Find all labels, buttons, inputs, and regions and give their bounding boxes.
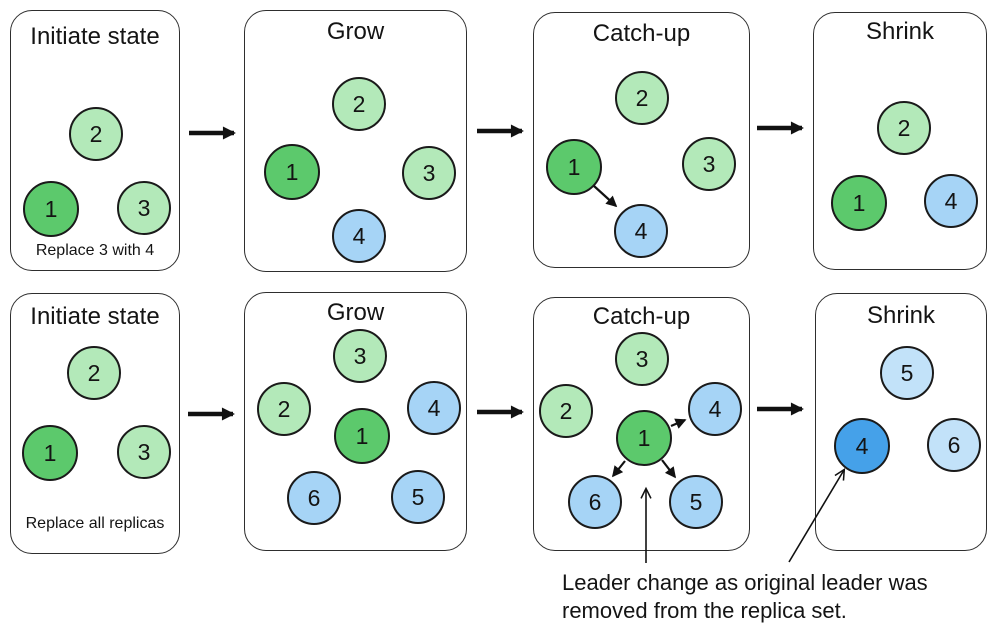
replica-node-5: 5 (669, 475, 723, 529)
replica-node-6: 6 (568, 475, 622, 529)
replica-node-4: 4 (614, 204, 668, 258)
panel-title: Grow (326, 18, 385, 45)
panel-title: Shrink (866, 302, 936, 329)
replica-node-2: 2 (257, 382, 311, 436)
replica-node-3: 3 (615, 332, 669, 386)
replica-node-6: 6 (927, 418, 981, 472)
panel-note: Replace all replicas (25, 515, 165, 532)
replica-node-4: 4 (688, 382, 742, 436)
replica-node-4: 4 (834, 418, 890, 474)
replica-node-3: 3 (333, 329, 387, 383)
replica-node-5: 5 (880, 346, 934, 400)
replica-node-1: 1 (264, 144, 320, 200)
panel-note: Replace 3 with 4 (35, 242, 155, 259)
replica-node-3: 3 (402, 146, 456, 200)
panel-title: Catch-up (592, 303, 691, 330)
replica-node-5: 5 (391, 470, 445, 524)
panel-title: Grow (326, 299, 385, 326)
replica-node-4: 4 (332, 209, 386, 263)
replica-node-3: 3 (117, 425, 171, 479)
replica-node-1: 1 (546, 139, 602, 195)
replica-node-1: 1 (616, 410, 672, 466)
caption-line-1: Leader change as original leader was (562, 570, 928, 595)
replica-node-1: 1 (23, 181, 79, 237)
replica-node-2: 2 (69, 107, 123, 161)
caption-line-2: removed from the replica set. (562, 598, 847, 623)
replica-node-4: 4 (407, 381, 461, 435)
replica-node-2: 2 (332, 77, 386, 131)
replica-node-3: 3 (117, 181, 171, 235)
replica-node-2: 2 (877, 101, 931, 155)
replica-node-4: 4 (924, 174, 978, 228)
panel-title: Initiate state (30, 303, 160, 330)
panel-title: Shrink (865, 18, 935, 45)
caption: Leader change as original leader was rem… (562, 569, 928, 625)
panel-title: Catch-up (592, 20, 691, 47)
replica-node-2: 2 (539, 384, 593, 438)
panel-title: Initiate state (30, 23, 160, 50)
replica-node-2: 2 (615, 71, 669, 125)
replica-node-1: 1 (831, 175, 887, 231)
replica-node-3: 3 (682, 137, 736, 191)
replica-node-1: 1 (334, 408, 390, 464)
replica-node-1: 1 (22, 425, 78, 481)
replica-node-6: 6 (287, 471, 341, 525)
replica-node-2: 2 (67, 346, 121, 400)
